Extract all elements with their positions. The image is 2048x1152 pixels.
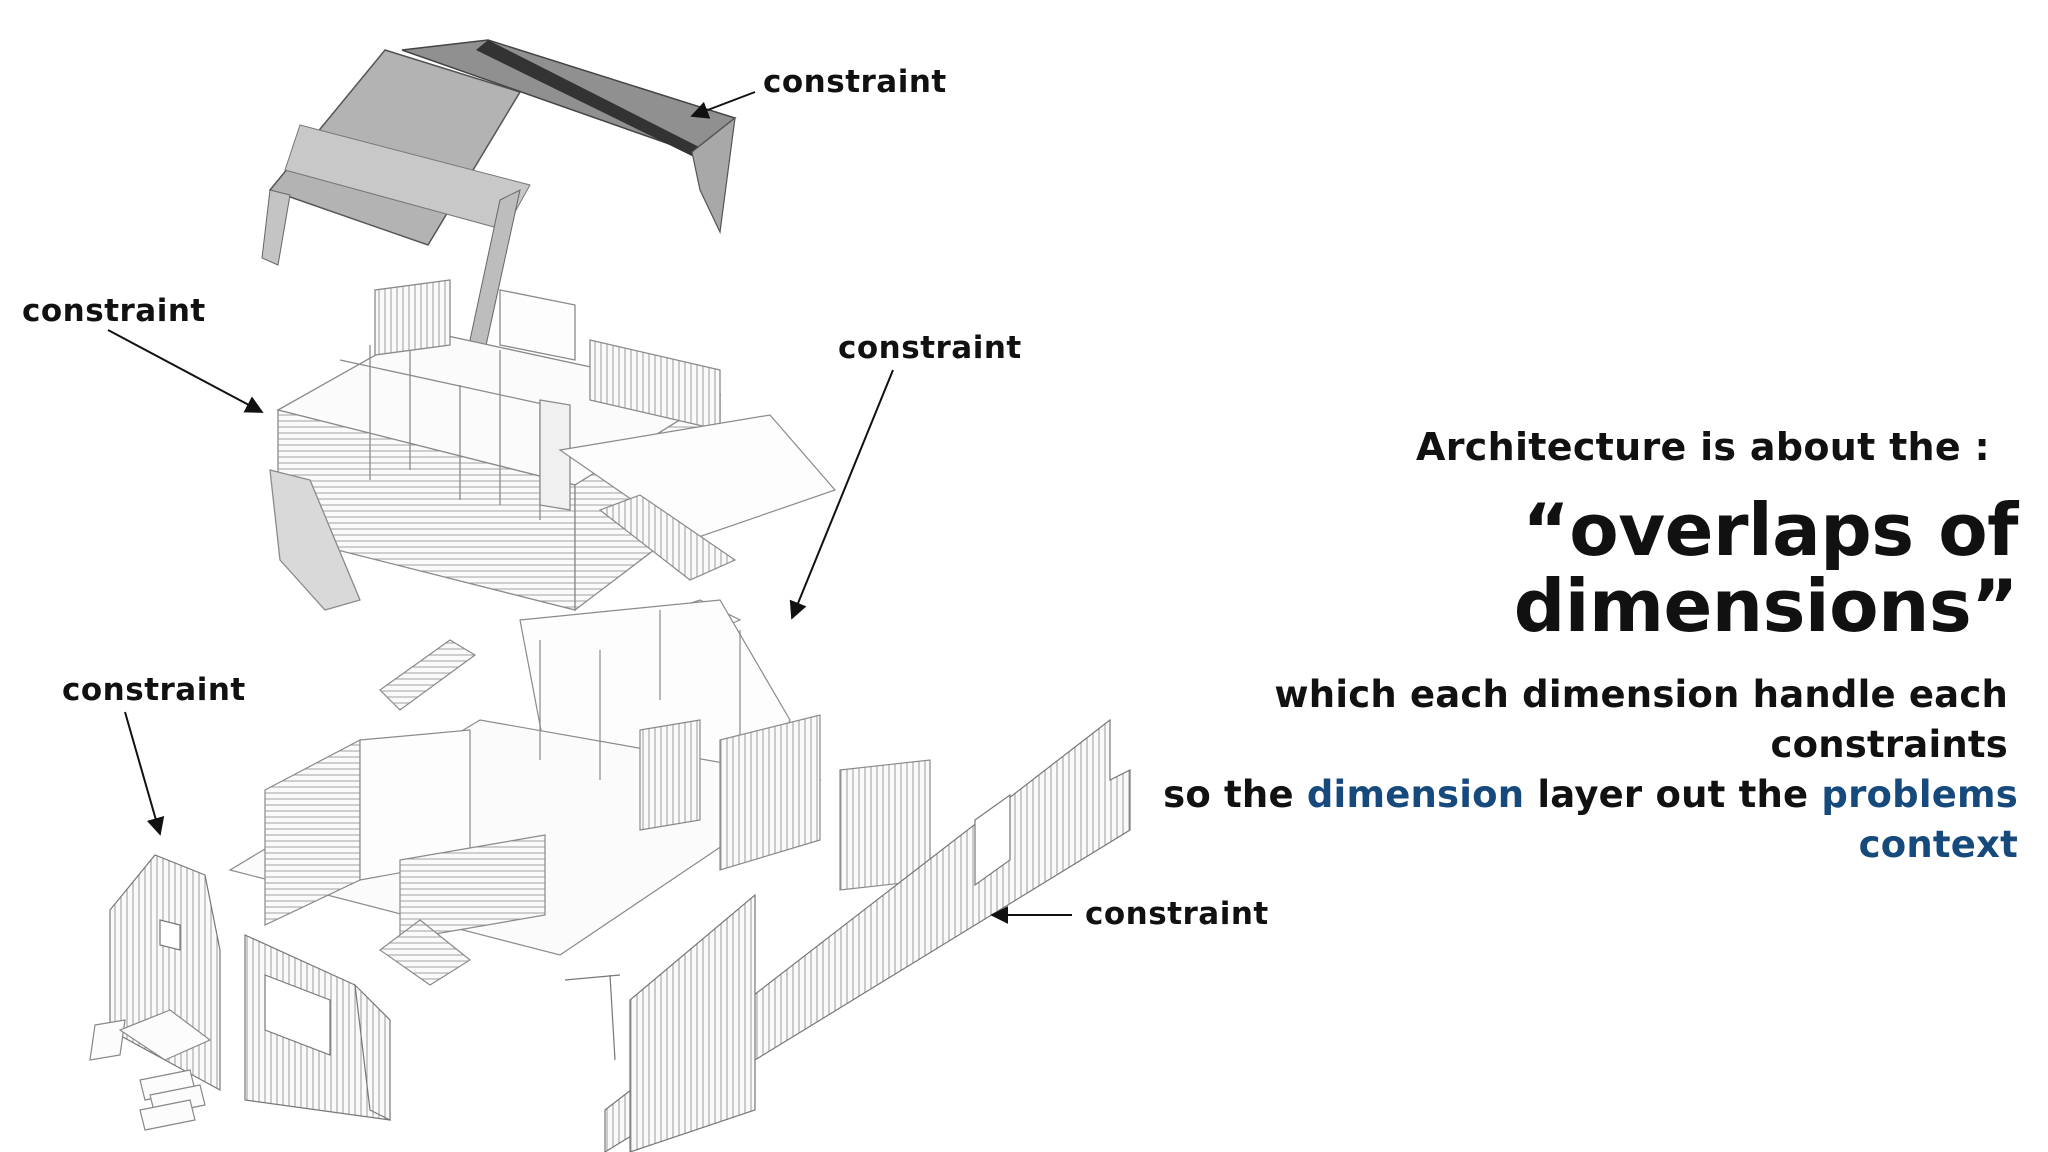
upper-floor-constraint-label: constraint: [22, 293, 206, 329]
statement-line-1: which each dimension handle each constra…: [1274, 673, 2008, 767]
statement-block: Architecture is about the : “overlaps of…: [1118, 425, 2018, 870]
roof-constraint-label: constraint: [763, 64, 947, 100]
statement-line-2: so the dimension layer out the problems …: [1118, 770, 2018, 870]
statement-headline: “overlaps of dimensions”: [1513, 488, 2019, 648]
middle-arrow: [789, 369, 894, 620]
roof-component: [261, 39, 737, 351]
lower-floor-component: [228, 640, 931, 986]
highlight-problems-context: problems context: [1821, 773, 2018, 867]
exploded-axonometric-drawing: [89, 39, 1131, 1152]
long-wall-component: [564, 718, 1131, 1152]
lower-left-constraint-label: constraint: [62, 672, 246, 708]
line-2-prefix: so the: [1163, 773, 1294, 817]
highlight-dimension: dimension: [1306, 773, 1525, 817]
roof-arrow: [690, 91, 756, 119]
upper-floor-arrow: [107, 329, 264, 413]
middle-constraint-label: constraint: [838, 330, 1022, 366]
annotation-arrows: [107, 91, 1072, 924]
statement-intro: Architecture is about the :: [1416, 425, 1990, 469]
loose-panels-component: [89, 1009, 212, 1131]
wall-constraint-label: constraint: [1085, 896, 1269, 932]
lower-left-arrow: [124, 711, 165, 836]
line-2-middle: layer out the: [1537, 773, 1809, 817]
